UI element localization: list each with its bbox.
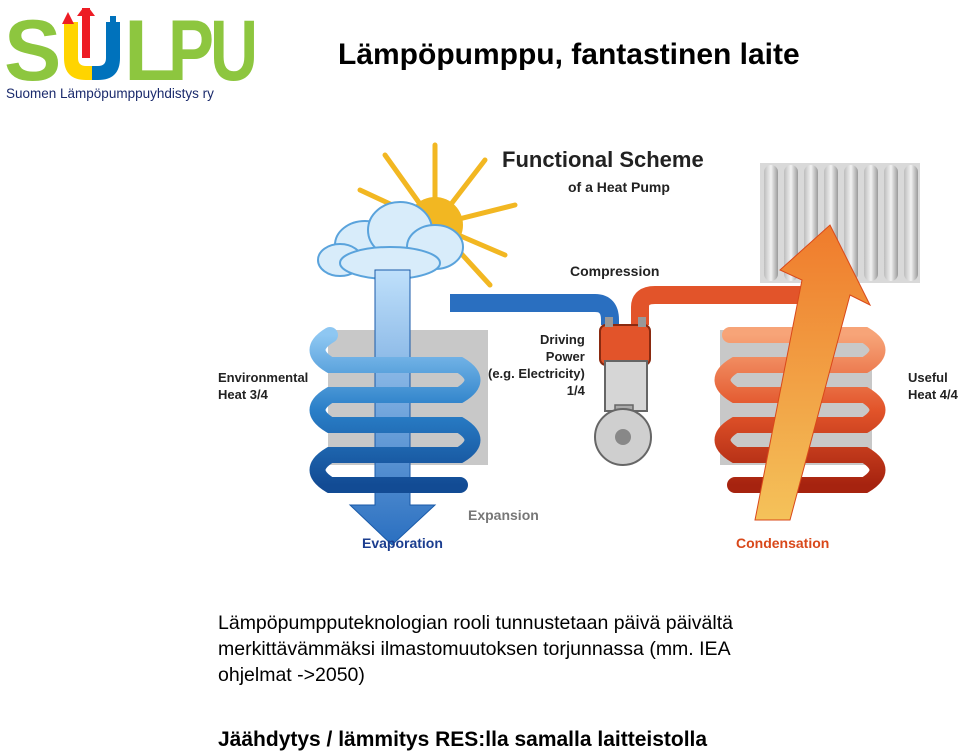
env-heat-line: Heat 3/4 — [218, 387, 268, 402]
logo-tagline: Suomen Lämpöpumppuyhdistys ry — [6, 86, 214, 101]
cloud-icon — [317, 201, 464, 280]
heat-pump-illustration — [309, 142, 920, 546]
body-line: Lämpöpumpputeknologian rooli tunnustetaa… — [218, 612, 733, 634]
useful-heat-arrow — [754, 224, 872, 521]
logo-letter-u — [62, 8, 120, 80]
radiator-icon — [760, 163, 920, 283]
environmental-heat-arrow — [348, 269, 437, 546]
evaporation-label: Evaporation — [362, 535, 443, 551]
environmental-heat-label: Environmental Heat 3/4 — [218, 369, 308, 403]
driving-power-line: 1/4 — [566, 383, 585, 398]
scheme-subtitle: of a Heat Pump — [568, 179, 670, 195]
logo-letter-u2: U — [210, 8, 258, 86]
compression-label: Compression — [570, 263, 660, 279]
condenser-coils — [714, 327, 886, 493]
body-paragraph: Lämpöpumpputeknologian rooli tunnustetaa… — [218, 610, 918, 688]
driving-power-line: (e.g. Electricity) — [488, 366, 585, 381]
useful-heat-line: Heat 4/4 — [908, 387, 958, 402]
sulpu-logo-wordmark: S L P U — [4, 8, 258, 86]
useful-heat-line: Useful — [908, 370, 948, 385]
evaporator-coils — [309, 327, 481, 493]
driving-power-line: Driving — [540, 332, 585, 347]
useful-heat-label: Useful Heat 4/4 — [908, 369, 958, 403]
driving-power-line: Power — [545, 349, 585, 364]
body-line: ohjelmat ->2050) — [218, 664, 365, 686]
heat-pump-scheme: Functional Scheme of a Heat Pump Compres… — [210, 135, 960, 565]
logo-letter-p: P — [168, 8, 214, 86]
driving-power-label: Driving Power (e.g. Electricity) 1/4 — [488, 331, 585, 399]
page-title: Lämpöpumppu, fantastinen laite — [338, 38, 800, 71]
suction-pipe — [450, 294, 619, 325]
scheme-title: Functional Scheme — [502, 147, 704, 172]
logo-letter-s: S — [4, 8, 61, 86]
logo-letter-l: L — [124, 8, 177, 86]
env-heat-line: Environmental — [218, 370, 309, 385]
discharge-pipe — [631, 286, 810, 325]
expansion-label: Expansion — [468, 507, 539, 523]
body-line: merkittävämmäksi ilmastomuutoksen torjun… — [218, 638, 731, 660]
footer-heading: Jäähdytys / lämmitys RES:lla samalla lai… — [218, 728, 708, 751]
sulpu-logo: S L P U Suomen Lämpöpumppuyhdistys ry — [0, 0, 262, 108]
compressor-icon — [594, 317, 652, 466]
condensation-label: Condensation — [736, 535, 830, 551]
